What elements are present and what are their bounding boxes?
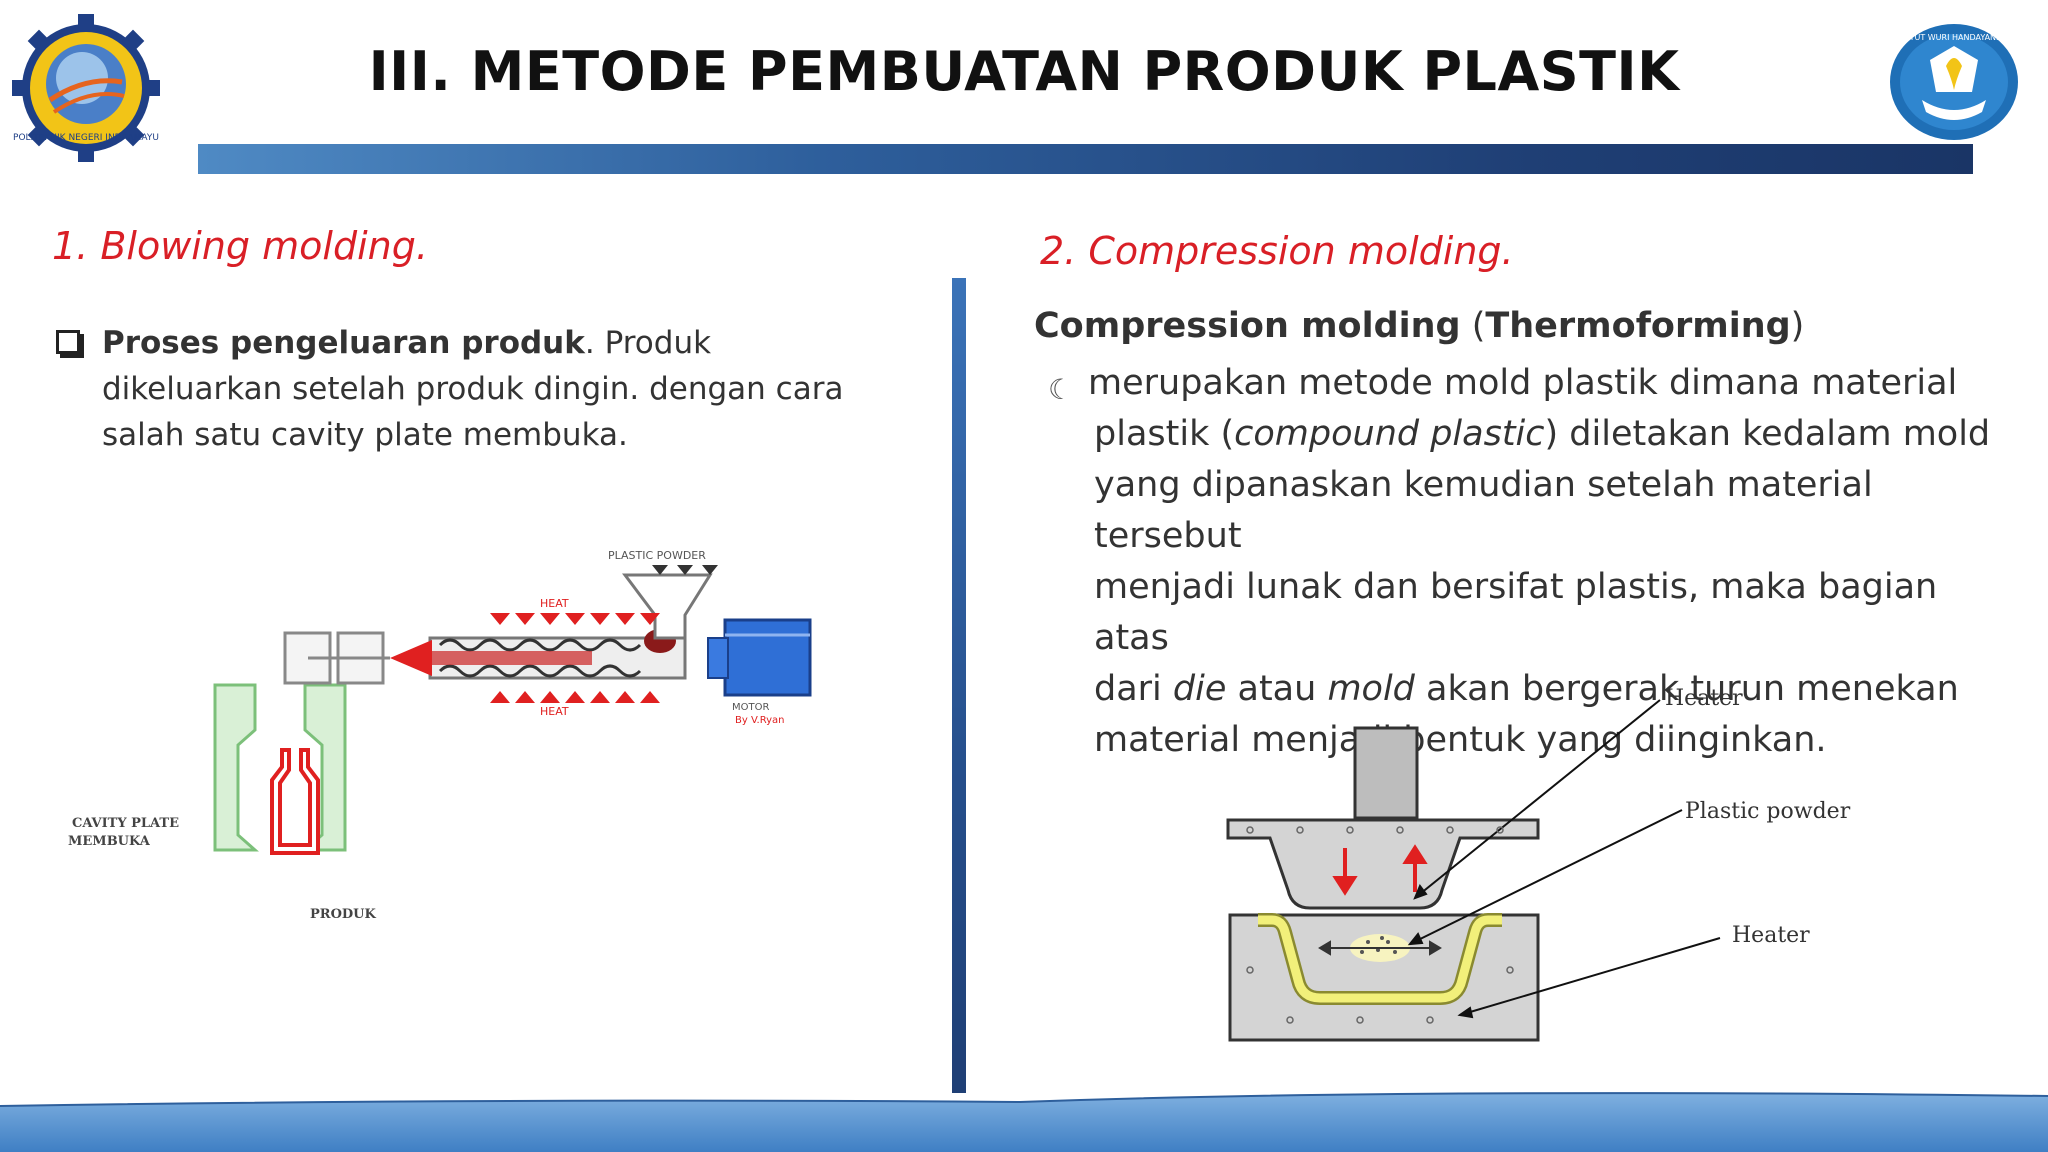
right-line-4: menjadi lunak dan bersifat plastis, maka… [1094, 567, 1938, 658]
right-line-2: plastik (compound plastic) diletakan ked… [1040, 409, 2020, 460]
line5-die: die [1172, 669, 1227, 709]
left-section-title: 1. Blowing molding. [52, 224, 428, 268]
right-line-1: merupakan metode mold plastik dimana mat… [1088, 363, 1958, 403]
header-bar [198, 144, 1973, 174]
diagram-heat-bottom-label: HEAT [540, 705, 569, 718]
line2-part-a: plastik ( [1094, 414, 1235, 454]
slide-title: III. METODE PEMBUATAN PRODUK PLASTIK [368, 40, 1680, 103]
heading-bold-thermoforming: Thermoforming [1485, 306, 1791, 346]
line5-part-c: akan bergerak turun menekan [1414, 669, 1959, 709]
line2-italic: compound plastic [1234, 414, 1545, 454]
diagram-heater-top-label: Heater [1665, 686, 1743, 711]
diagram-credit-label: By V.Ryan [735, 715, 784, 726]
left-bullet-paragraph: Proses pengeluaran produk. Produk dikelu… [52, 320, 882, 458]
right-line-6: material menjadi bentuk yang diinginkan. [1094, 720, 1827, 760]
heading-paren-open: ( [1460, 306, 1486, 346]
diagram-produk-label: PRODUK [310, 907, 377, 922]
right-line-5: dari die atau mold akan bergerak turun m… [1040, 664, 2020, 715]
logo-right-text: TUT WURI HANDAYANI [1909, 33, 1999, 42]
logo-left-text: POLITEKNIK NEGERI INDRAMAYU [13, 133, 159, 143]
line5-mold: mold [1327, 669, 1415, 709]
diagram-motor-label: MOTOR [732, 702, 769, 713]
diagram-plastic-powder-label: Plastic powder [1685, 799, 1851, 824]
bullet-body-text: . Produk dikeluarkan setelah produk ding… [102, 325, 844, 453]
footer-wave [0, 1092, 2048, 1152]
vertical-divider [952, 278, 966, 1093]
line5-part-b: atau [1226, 669, 1328, 709]
right-line-3: yang dipanaskan kemudian setelah materia… [1094, 465, 1873, 556]
line5-part-a: dari [1094, 669, 1173, 709]
heading-paren-close: ) [1790, 306, 1805, 346]
polindra-logo: POLITEKNIK NEGERI INDRAMAYU [12, 14, 160, 162]
diagram-plastic-powder-label: PLASTIC POWDER [608, 549, 706, 562]
diagram-cavity-line1: CAVITY PLATE [72, 816, 179, 831]
bullet-bold-text: Proses pengeluaran produk [102, 325, 585, 361]
diagram-heater-bottom-label: Heater [1732, 923, 1810, 948]
heading-bold-compression: Compression molding [1034, 306, 1461, 346]
line2-part-b: ) diletakan kedalam mold [1544, 414, 1991, 454]
diagram-cavity-line2: MEMBUKA [68, 834, 151, 849]
moon-bullet-icon: ☾ [1048, 373, 1074, 406]
diagram-heat-top-label: HEAT [540, 597, 569, 610]
tut-wuri-handayani-logo: TUT WURI HANDAYANI [1890, 24, 2018, 140]
right-paragraph: ☾ merupakan metode mold plastik dimana m… [1040, 358, 2020, 766]
blow-molding-diagram: PLASTIC POWDER HEAT HEAT MOTOR By V.Ryan… [68, 549, 812, 922]
compression-molding-diagram: Heater Plastic powder Heater [1226, 686, 1851, 1042]
right-section-title: 2. Compression molding. [1040, 229, 1514, 273]
right-heading: Compression molding (Thermoforming) [1034, 306, 1804, 346]
checkbox-bullet-icon [56, 330, 80, 354]
